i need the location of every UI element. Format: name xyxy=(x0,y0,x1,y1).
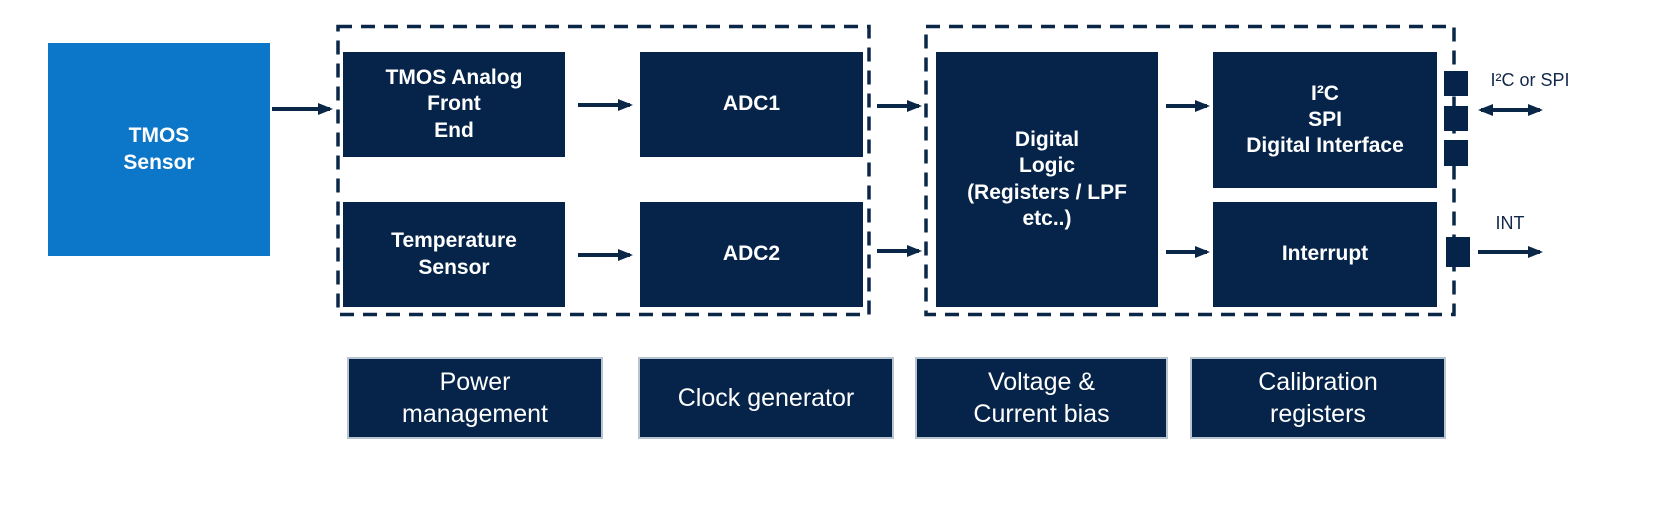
digital-group-outline xyxy=(924,24,1456,317)
interrupt-block: Interrupt xyxy=(1213,202,1437,307)
int-port-label: INT xyxy=(1495,213,1525,233)
i2c-spi-pad-3 xyxy=(1444,140,1468,166)
calibration-registers-block: Calibration registers xyxy=(1190,357,1446,439)
i2c-spi-pad-2 xyxy=(1444,106,1468,131)
tmos-sensor-block: TMOS Sensor xyxy=(48,43,270,256)
int-pad xyxy=(1446,237,1470,267)
adc1-block: ADC1 xyxy=(640,52,863,157)
analog-front-end-block: TMOS Analog Front End xyxy=(343,52,565,157)
clock-generator-block: Clock generator xyxy=(638,357,894,439)
i2c-spi-port-label: I²C or SPI xyxy=(1490,70,1570,90)
i2c-spi-pad-1 xyxy=(1444,71,1468,96)
power-management-block: Power management xyxy=(347,357,603,439)
analog-group-outline xyxy=(336,24,871,317)
digital-logic-block: Digital Logic (Registers / LPF etc..) xyxy=(936,52,1158,307)
digital-interface-block: I²C SPI Digital Interface xyxy=(1213,52,1437,188)
temperature-sensor-block: Temperature Sensor xyxy=(343,202,565,307)
voltage-current-bias-block: Voltage & Current bias xyxy=(915,357,1168,439)
adc2-block: ADC2 xyxy=(640,202,863,307)
